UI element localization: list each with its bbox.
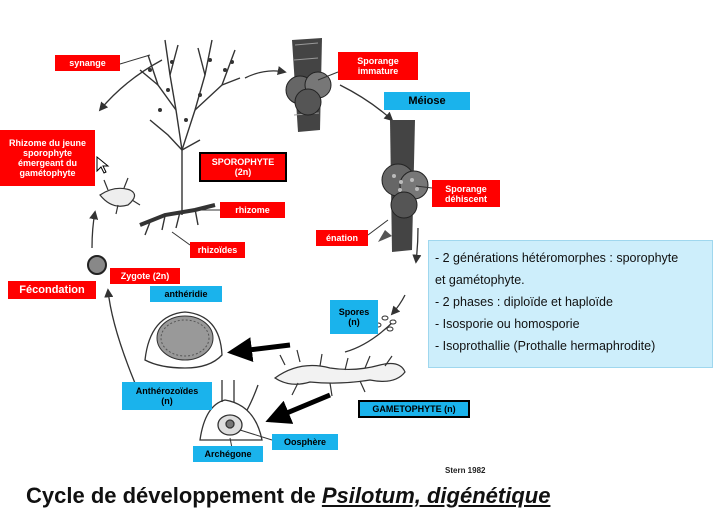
label-rhizoides: rhizoïdes (190, 242, 245, 258)
label-sporange-immature: Sporange immature (338, 52, 418, 80)
label-synange: synange (55, 55, 120, 71)
label-sporange-dehiscent: Sporange déhiscent (432, 180, 500, 207)
page-title: Cycle de développement de Psilotum, digé… (26, 483, 550, 509)
young-sporophyte-rhizome (99, 177, 141, 215)
gametophyte-prothallus (273, 349, 406, 397)
pointer-lines (119, 54, 433, 449)
label-archegone: Archégone (193, 446, 263, 462)
info-line-5: - Isoprothallie (Prothalle hermaphrodite… (435, 339, 656, 353)
info-box: - 2 générations hétéromorphes : sporophy… (428, 240, 713, 368)
info-line-1: - 2 générations hétéromorphes : sporophy… (435, 251, 679, 265)
label-antheridie: anthéridie (150, 286, 222, 302)
cursor-icon (96, 155, 110, 174)
gamete-arrows (227, 337, 331, 424)
label-antherozoides: Anthérozoïdes (n) (122, 382, 212, 410)
immature-sporangium (285, 38, 332, 132)
title-prefix: Cycle de développement de (26, 483, 322, 508)
label-zygote: Zygote (2n) (110, 268, 180, 284)
label-enation: énation (316, 230, 368, 246)
synangia-dots (148, 58, 234, 122)
antheridium-drawing (144, 311, 223, 369)
label-sporophyte: SPOROPHYTE (2n) (199, 152, 287, 182)
info-line-4: - Isosporie ou homosporie (435, 317, 580, 331)
label-fecondation: Fécondation (8, 281, 96, 299)
label-meiose: Méiose (384, 92, 470, 110)
archegonium-drawing (199, 380, 263, 441)
label-oosphere: Oosphère (272, 434, 338, 450)
zygote-cell (87, 255, 107, 275)
label-spores: Spores (n) (330, 300, 378, 334)
source-credit: Stern 1982 (445, 466, 486, 475)
dehiscent-sporangium (378, 120, 429, 252)
label-rhizome: rhizome (220, 202, 285, 218)
label-rhizome-jeune-sporophyte: Rhizome du jeune sporophyte émergeant du… (0, 130, 95, 186)
label-gametophyte: GAMETOPHYTE (n) (358, 400, 470, 418)
info-line-3: - 2 phases : diploïde et haploïde (435, 295, 613, 309)
info-line-2: et gamétophyte. (435, 273, 525, 287)
title-species: Psilotum, digénétique (321, 483, 551, 508)
